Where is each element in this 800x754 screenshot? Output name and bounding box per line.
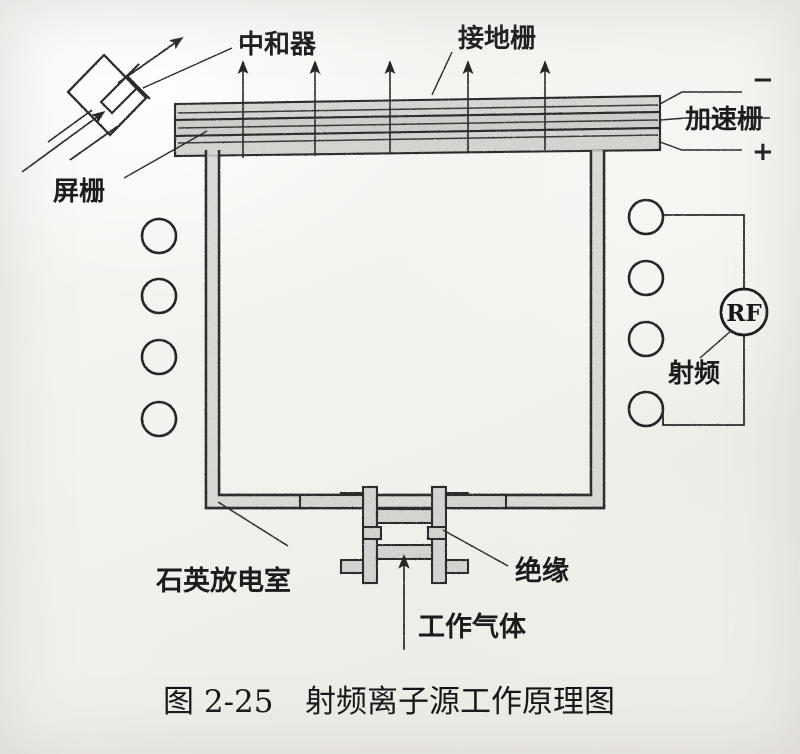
coil-right-4 xyxy=(627,390,665,428)
label-plus-sign: + xyxy=(752,137,774,167)
label-quartz-chamber: 石英放电室 xyxy=(155,565,291,597)
floor-stub-left xyxy=(298,493,365,510)
coil-left-2 xyxy=(140,277,178,315)
leader-lines xyxy=(123,47,770,567)
neutralizer-in-line-2 xyxy=(69,125,119,161)
leader-quartz-chamber xyxy=(217,501,289,547)
caption-title: 射频离子源工作原理图 xyxy=(305,684,615,720)
leader-neutralizer xyxy=(142,47,233,89)
label-rf-symbol: RF xyxy=(726,300,762,327)
leader-insulation xyxy=(442,529,509,567)
label-insulation: 绝缘 xyxy=(515,555,569,587)
floor-stub-right xyxy=(444,493,508,510)
label-working-gas: 工作气体 xyxy=(418,612,527,643)
caption-number: 图 2-25 xyxy=(163,684,274,720)
quartz-discharge-chamber xyxy=(204,150,606,510)
neutralizer-inner-plate xyxy=(99,74,140,115)
neutralizer-in-line-1 xyxy=(47,109,93,143)
neutralizer-device xyxy=(21,37,184,173)
insulator-tab-l2 xyxy=(339,558,365,575)
coil-right-3 xyxy=(627,320,665,358)
leader-radio-frequency xyxy=(699,329,733,359)
rf-source-symbol xyxy=(719,287,769,337)
label-ground-grid: 接地栅 xyxy=(458,23,536,54)
neutralizer-out-arrow xyxy=(117,37,184,84)
label-radio-frequency: 射频 xyxy=(667,359,720,389)
insulator-baffle-1 xyxy=(375,507,434,525)
leader-accel-plus xyxy=(659,141,742,151)
coil-right-1 xyxy=(627,198,665,236)
leader-ground-grid xyxy=(431,51,453,96)
rf-circuit-wiring xyxy=(662,214,745,426)
coil-right-2 xyxy=(627,259,665,297)
coil-left-1 xyxy=(140,217,178,255)
gas-inlet-assembly xyxy=(298,485,508,585)
rf-coils-left xyxy=(140,217,178,438)
label-screen-grid: 屏栅 xyxy=(53,176,105,207)
neutralizer-outer-box xyxy=(66,53,148,137)
label-neutralizer: 中和器 xyxy=(238,30,317,60)
insulator-stub-right xyxy=(426,525,448,541)
rf-coils-right xyxy=(627,198,665,428)
neutralizer-in-arrow-1 xyxy=(21,110,106,173)
rf-circle xyxy=(719,287,769,337)
insulator-stub-left xyxy=(361,525,383,541)
coil-left-4 xyxy=(140,400,178,438)
chamber-outer-wall xyxy=(204,150,606,510)
coil-left-3 xyxy=(140,338,178,376)
label-accel-grid: 加速栅 xyxy=(685,104,763,135)
ion-beam-arrows xyxy=(237,60,551,158)
leader-accel-label xyxy=(659,117,770,121)
rf-wire-top xyxy=(663,214,745,290)
grid-stack xyxy=(173,94,662,158)
leader-accel-minus xyxy=(659,91,742,105)
label-minus-sign: − xyxy=(752,65,774,95)
rf-wire-bottom xyxy=(662,335,745,426)
figure-caption: 图 2-25 射频离子源工作原理图 xyxy=(163,684,615,720)
chamber-inner-wall xyxy=(217,150,593,497)
insulator-tab-r2 xyxy=(444,558,470,575)
leader-screen-grid xyxy=(123,130,208,179)
